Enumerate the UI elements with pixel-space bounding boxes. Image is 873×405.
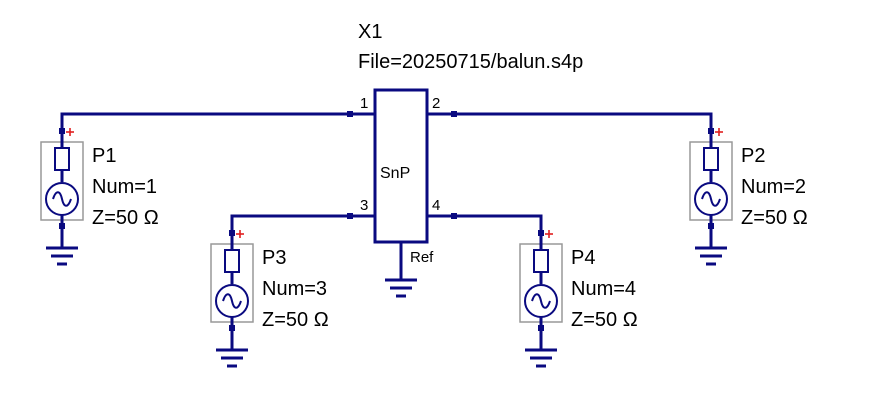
ac-source-icon [45, 182, 79, 216]
pin-3-node[interactable] [347, 213, 353, 219]
pin-2-label: 2 [432, 95, 440, 112]
ground-icon [46, 246, 78, 266]
port-p2-num: Num=2 [741, 176, 806, 198]
port-p3[interactable] [210, 230, 254, 368]
ground-icon [216, 348, 248, 368]
wires [60, 112, 713, 232]
port-p1-name: P1 [92, 145, 116, 167]
pin-2-node[interactable] [451, 111, 457, 117]
block-ref-label: X1 [358, 21, 382, 43]
port-p2-name: P2 [741, 145, 765, 167]
resistor-icon [703, 147, 719, 171]
port-p4-name: P4 [571, 247, 595, 269]
pin-4-label: 4 [432, 197, 440, 214]
resistor-icon [533, 249, 549, 273]
block-file-label: File=20250715/balun.s4p [358, 51, 583, 73]
ground-icon [525, 348, 557, 368]
port-p3-num: Num=3 [262, 278, 327, 300]
port-p4-z: Z=50 Ω [571, 309, 638, 331]
port-node[interactable] [538, 230, 544, 236]
resistor-icon [54, 147, 70, 171]
port-p3-name: P3 [262, 247, 286, 269]
snp-label: SnP [380, 165, 410, 182]
port-p4-num: Num=4 [571, 278, 636, 300]
port-p3-z: Z=50 Ω [262, 309, 329, 331]
ac-source-icon [215, 284, 249, 318]
port-p1-num: Num=1 [92, 176, 157, 198]
port-node[interactable] [59, 128, 65, 134]
snp-block[interactable]: 1 2 3 4 SnP Ref [347, 88, 457, 298]
port-p2[interactable] [689, 128, 733, 266]
pin-1-node[interactable] [347, 111, 353, 117]
port-p2-z: Z=50 Ω [741, 207, 808, 229]
wire-p1-pin1 [60, 112, 352, 130]
pin-3-label: 3 [360, 197, 368, 214]
wire-pin2-p2 [452, 112, 713, 130]
pin-1-label: 1 [360, 95, 368, 112]
resistor-icon [224, 249, 240, 273]
port-p1[interactable] [40, 128, 84, 266]
wire-p3-pin3 [230, 214, 352, 232]
port-p1-z: Z=50 Ω [92, 207, 159, 229]
ref-label: Ref [410, 249, 434, 266]
ac-source-icon [694, 182, 728, 216]
port-node[interactable] [229, 230, 235, 236]
pin-4-node[interactable] [451, 213, 457, 219]
port-p4[interactable] [519, 230, 563, 368]
ac-source-icon [524, 284, 558, 318]
ground-icon [695, 246, 727, 266]
ground-icon [385, 278, 417, 298]
port-node[interactable] [708, 128, 714, 134]
wire-pin4-p4 [452, 214, 543, 232]
